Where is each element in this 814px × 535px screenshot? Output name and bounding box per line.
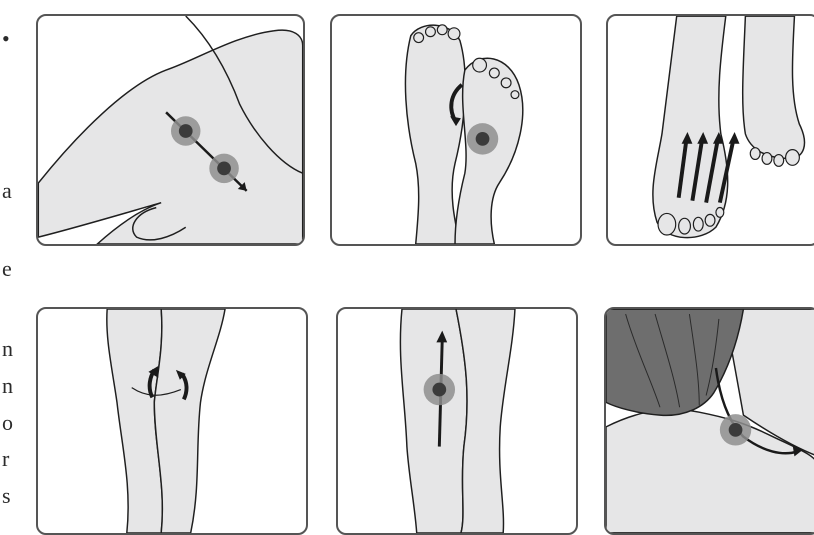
knee-back-panel xyxy=(36,307,308,535)
foot-top-illustration xyxy=(608,16,814,244)
target-point-inner xyxy=(476,132,490,146)
toe-icon xyxy=(693,217,703,231)
foot-top-shape xyxy=(743,16,805,158)
toe-icon xyxy=(679,218,691,234)
margin-glyph: s xyxy=(2,485,11,507)
leg-thigh-panel xyxy=(36,14,305,246)
neck-shoulder-panel xyxy=(604,307,814,535)
calf-panel xyxy=(336,307,578,535)
toe-icon xyxy=(426,27,436,37)
margin-glyph: • xyxy=(2,28,10,50)
foot-sole-shape xyxy=(405,25,465,244)
foot-sole-panel xyxy=(330,14,582,246)
toe-icon xyxy=(774,155,784,167)
knee-back-illustration xyxy=(38,309,306,533)
toe-icon xyxy=(716,208,724,218)
neck-shoulder-illustration xyxy=(606,309,814,533)
margin-glyph: o xyxy=(2,412,13,434)
toe-icon xyxy=(448,28,460,40)
toe-icon xyxy=(762,153,772,165)
toe-icon xyxy=(414,33,424,43)
leg-shape xyxy=(38,30,302,244)
toe-icon xyxy=(511,91,519,99)
target-point-inner xyxy=(432,383,446,397)
arrow-head-icon xyxy=(729,132,740,144)
margin-glyph: a xyxy=(2,180,12,202)
toe-icon xyxy=(437,25,447,35)
leg-illustration xyxy=(38,16,303,244)
target-point-inner xyxy=(179,124,193,138)
leg-shape xyxy=(154,309,225,533)
leg-shape xyxy=(400,309,467,533)
margin-glyph: n xyxy=(2,338,13,360)
target-point-inner xyxy=(729,423,743,437)
margin-glyph: r xyxy=(2,448,9,470)
leg-shape xyxy=(107,309,163,533)
toe-icon xyxy=(750,148,760,160)
foot-sole-illustration xyxy=(332,16,580,244)
toe-icon xyxy=(473,58,487,72)
target-point-inner xyxy=(217,161,231,175)
margin-glyph: n xyxy=(2,375,13,397)
toe-icon xyxy=(786,150,800,166)
foot-top-panel xyxy=(606,14,814,246)
toe-icon xyxy=(501,78,511,88)
calf-illustration xyxy=(338,309,576,533)
margin-glyph: e xyxy=(2,258,12,280)
toe-icon xyxy=(705,214,715,226)
foot-top-shape xyxy=(653,16,728,237)
toe-icon xyxy=(658,213,676,235)
toe-icon xyxy=(489,68,499,78)
